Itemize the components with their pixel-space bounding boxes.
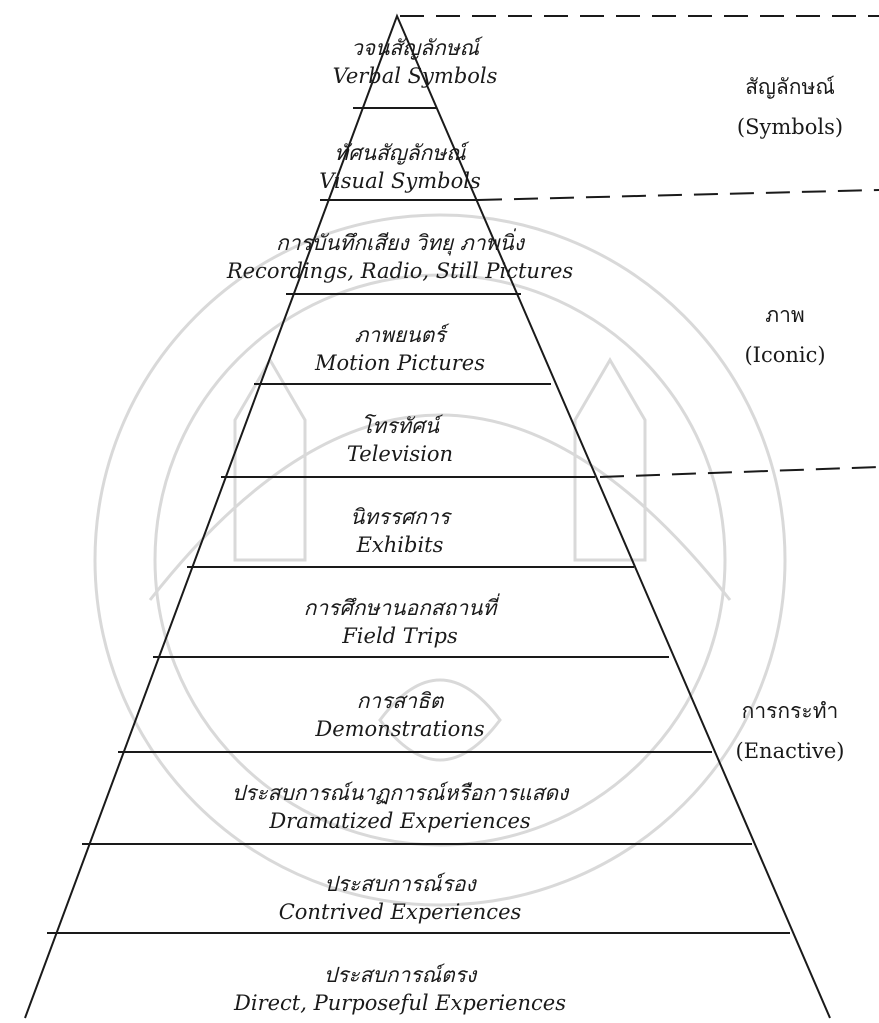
group-symbols: สัญลักษณ์ (Symbols): [690, 68, 879, 148]
group-enactive: การกระทำ (Enactive): [690, 692, 879, 772]
tier-exhibits: นิทรรศการ Exhibits: [120, 504, 680, 559]
tier-thai-label: ภาพยนตร์: [354, 323, 446, 347]
tier-direct-purposeful-experiences: ประสบการณ์ตรง Direct, Purposeful Experie…: [120, 962, 680, 1017]
tier-english-label: Dramatized Experiences: [269, 808, 531, 833]
tier-visual-symbols: ทัศนสัญลักษณ์ Visual Symbols: [120, 140, 680, 195]
tier-contrived-experiences: ประสบการณ์รอง Contrived Experiences: [120, 871, 680, 926]
group-separator-symbols-iconic: [477, 189, 879, 201]
tier-english-label: Recordings, Radio, Still Pictures: [226, 258, 574, 283]
tier-recordings-radio-still-pictures: การบันทึกเสียง วิทยุ ภาพนิ่ง Recordings,…: [120, 230, 680, 285]
tier-english-label: Field Trips: [342, 623, 458, 648]
group-english-label: (Enactive): [735, 738, 845, 763]
tier-english-label: Verbal Symbols: [332, 63, 498, 88]
tier-thai-label: การสาธิต: [356, 689, 444, 713]
tier-thai-label: นิทรรศการ: [350, 505, 450, 529]
group-thai-label: ภาพ: [765, 303, 805, 327]
tier-thai-label: ประสบการณ์รอง: [324, 872, 476, 896]
tier-thai-label: ประสบการณ์นาฏการณ์หรือการแสดง: [231, 781, 569, 805]
tier-motion-pictures: ภาพยนตร์ Motion Pictures: [120, 322, 680, 377]
group-english-label: (Iconic): [744, 342, 826, 367]
tier-field-trips: การศึกษานอกสถานที่ Field Trips: [120, 595, 680, 650]
group-iconic: ภาพ (Iconic): [685, 296, 879, 376]
tier-thai-label: โทรทัศน์: [361, 414, 439, 438]
tier-verbal-symbols: วจนสัญลักษณ์ Verbal Symbols: [135, 35, 695, 90]
tier-thai-label: ประสบการณ์ตรง: [323, 963, 477, 987]
group-separator-iconic-enactive: [599, 466, 879, 478]
group-thai-label: การกระทำ: [741, 699, 839, 723]
tier-english-label: Direct, Purposeful Experiences: [234, 990, 566, 1015]
tier-english-label: Contrived Experiences: [278, 899, 522, 924]
tier-thai-label: วจนสัญลักษณ์: [350, 36, 480, 60]
tier-thai-label: ทัศนสัญลักษณ์: [334, 141, 466, 165]
tier-english-label: Television: [346, 441, 454, 466]
tier-thai-label: การศึกษานอกสถานที่: [303, 596, 497, 620]
group-thai-label: สัญลักษณ์: [745, 75, 835, 99]
tier-english-label: Visual Symbols: [319, 168, 481, 193]
tier-english-label: Exhibits: [356, 532, 444, 557]
tier-television: โทรทัศน์ Television: [120, 413, 680, 468]
tier-thai-label: การบันทึกเสียง วิทยุ ภาพนิ่ง: [276, 231, 524, 255]
tier-english-label: Demonstrations: [315, 716, 485, 741]
tier-english-label: Motion Pictures: [315, 350, 485, 375]
pyramid-outline: [24, 13, 831, 1019]
group-english-label: (Symbols): [736, 114, 844, 139]
tier-dramatized-experiences: ประสบการณ์นาฏการณ์หรือการแสดง Dramatized…: [120, 780, 680, 835]
tier-demonstrations: การสาธิต Demonstrations: [120, 688, 680, 743]
